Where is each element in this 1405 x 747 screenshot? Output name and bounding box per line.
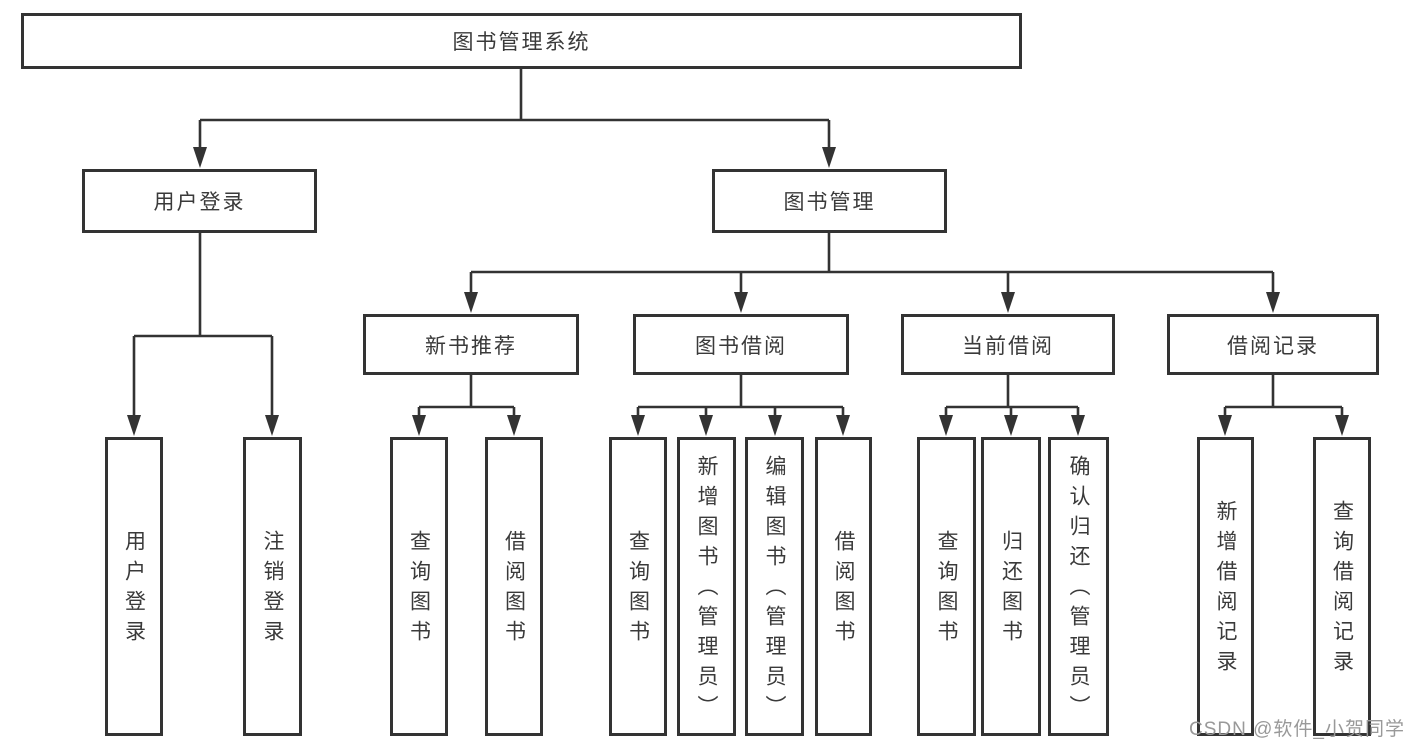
leaf-confirm-return-admin-label: 确认归还（管理员） bbox=[1067, 454, 1090, 725]
leaf-query-book-1-label: 查询图书 bbox=[407, 529, 431, 650]
node-root: 图书管理系统 bbox=[21, 13, 1022, 69]
node-user-login: 用户登录 bbox=[82, 169, 317, 233]
leaf-user-login-label: 用户登录 bbox=[122, 529, 146, 650]
leaf-query-book-3-label: 查询图书 bbox=[935, 529, 958, 650]
leaf-query-book-2: 查询图书 bbox=[609, 437, 667, 736]
connector-lines bbox=[132, 69, 1344, 417]
leaf-confirm-return-admin: 确认归还（管理员） bbox=[1048, 437, 1109, 736]
leaf-edit-book-admin-label: 编辑图书（管理员） bbox=[763, 454, 786, 725]
node-book-borrow-label: 图书借阅 bbox=[695, 334, 787, 358]
node-new-book-recommend-label: 新书推荐 bbox=[425, 334, 517, 358]
leaf-borrow-book-2: 借阅图书 bbox=[815, 437, 872, 736]
leaf-return-book: 归还图书 bbox=[981, 437, 1041, 736]
leaf-borrow-book-2-label: 借阅图书 bbox=[832, 529, 855, 650]
leaf-edit-book-admin: 编辑图书（管理员） bbox=[745, 437, 804, 736]
node-borrow-record: 借阅记录 bbox=[1167, 314, 1379, 375]
watermark: CSDN @软件_小贺同学 bbox=[1189, 719, 1405, 740]
leaf-query-book-3: 查询图书 bbox=[917, 437, 976, 736]
leaf-return-book-label: 归还图书 bbox=[999, 529, 1023, 650]
leaf-borrow-book-1-label: 借阅图书 bbox=[502, 529, 526, 650]
node-book-management: 图书管理 bbox=[712, 169, 947, 233]
node-book-borrow: 图书借阅 bbox=[633, 314, 849, 375]
leaf-query-borrow-record: 查询借阅记录 bbox=[1313, 437, 1371, 736]
leaf-add-book-admin-label: 新增图书（管理员） bbox=[695, 454, 718, 725]
node-root-label: 图书管理系统 bbox=[452, 31, 591, 54]
leaf-logout-label: 注销登录 bbox=[261, 529, 284, 650]
leaf-add-borrow-record: 新增借阅记录 bbox=[1197, 437, 1254, 736]
leaf-user-login: 用户登录 bbox=[105, 437, 163, 736]
leaf-query-book-2-label: 查询图书 bbox=[626, 529, 650, 650]
node-new-book-recommend: 新书推荐 bbox=[363, 314, 579, 375]
leaf-logout: 注销登录 bbox=[243, 437, 302, 736]
leaf-add-borrow-record-label: 新增借阅记录 bbox=[1214, 499, 1237, 680]
node-borrow-record-label: 借阅记录 bbox=[1227, 334, 1319, 358]
node-user-login-label: 用户登录 bbox=[153, 191, 246, 214]
arrowheads bbox=[127, 147, 1349, 436]
node-current-borrow-label: 当前借阅 bbox=[962, 334, 1054, 358]
node-current-borrow: 当前借阅 bbox=[901, 314, 1115, 375]
node-book-management-label: 图书管理 bbox=[783, 191, 876, 214]
leaf-query-borrow-record-label: 查询借阅记录 bbox=[1330, 499, 1354, 680]
leaf-borrow-book-1: 借阅图书 bbox=[485, 437, 543, 736]
leaf-add-book-admin: 新增图书（管理员） bbox=[677, 437, 736, 736]
leaf-query-book-1: 查询图书 bbox=[390, 437, 448, 736]
